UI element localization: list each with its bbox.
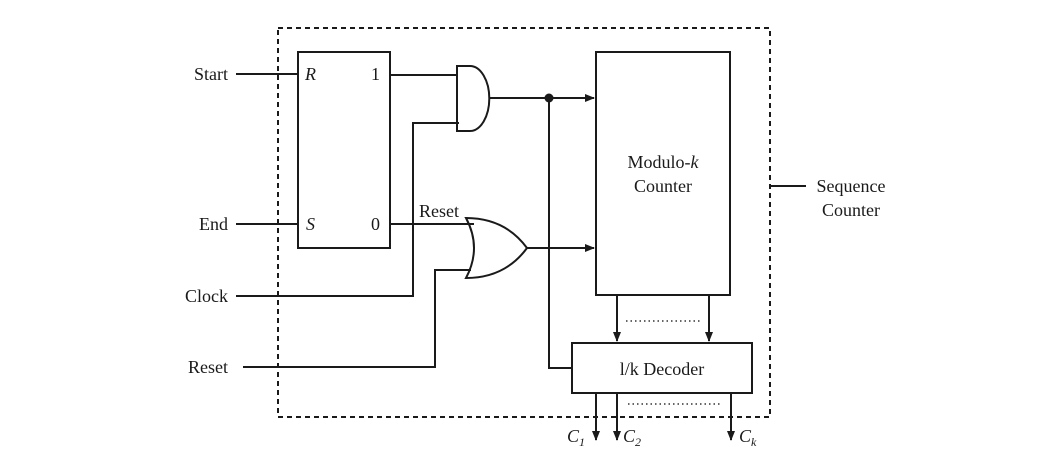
c2-label: C2 xyxy=(623,426,641,449)
ff-r-label: R xyxy=(304,64,316,84)
ck-label: Ck xyxy=(739,426,757,449)
ff-q1-label: 1 xyxy=(371,64,380,84)
decoder-enable-wire xyxy=(548,98,572,369)
or-gate xyxy=(464,216,529,280)
enclosure-box xyxy=(277,27,771,418)
rs-flipflop xyxy=(297,51,391,249)
ff-s-label: S xyxy=(306,214,315,234)
counter-subtitle: Counter xyxy=(634,176,692,196)
enclosure-label-line1: Sequence xyxy=(817,176,886,196)
c1-label: C1 xyxy=(567,426,585,449)
clock-wire xyxy=(236,122,459,297)
modulo-counter xyxy=(595,51,731,296)
end-label: End xyxy=(199,214,228,234)
decoder-label: l/k Decoder xyxy=(620,359,704,379)
counter-title: Modulo-k xyxy=(628,152,700,172)
enclosure-label-line2: Counter xyxy=(822,200,880,220)
start-label: Start xyxy=(194,64,228,84)
and-gate xyxy=(456,65,491,132)
decoder-box xyxy=(571,342,753,394)
reset-input-wire xyxy=(243,269,471,368)
reset-label: Reset xyxy=(188,357,228,377)
ff-q0-label: 0 xyxy=(371,214,380,234)
clock-label: Clock xyxy=(185,286,228,306)
reset-wire-label: Reset xyxy=(419,201,459,221)
